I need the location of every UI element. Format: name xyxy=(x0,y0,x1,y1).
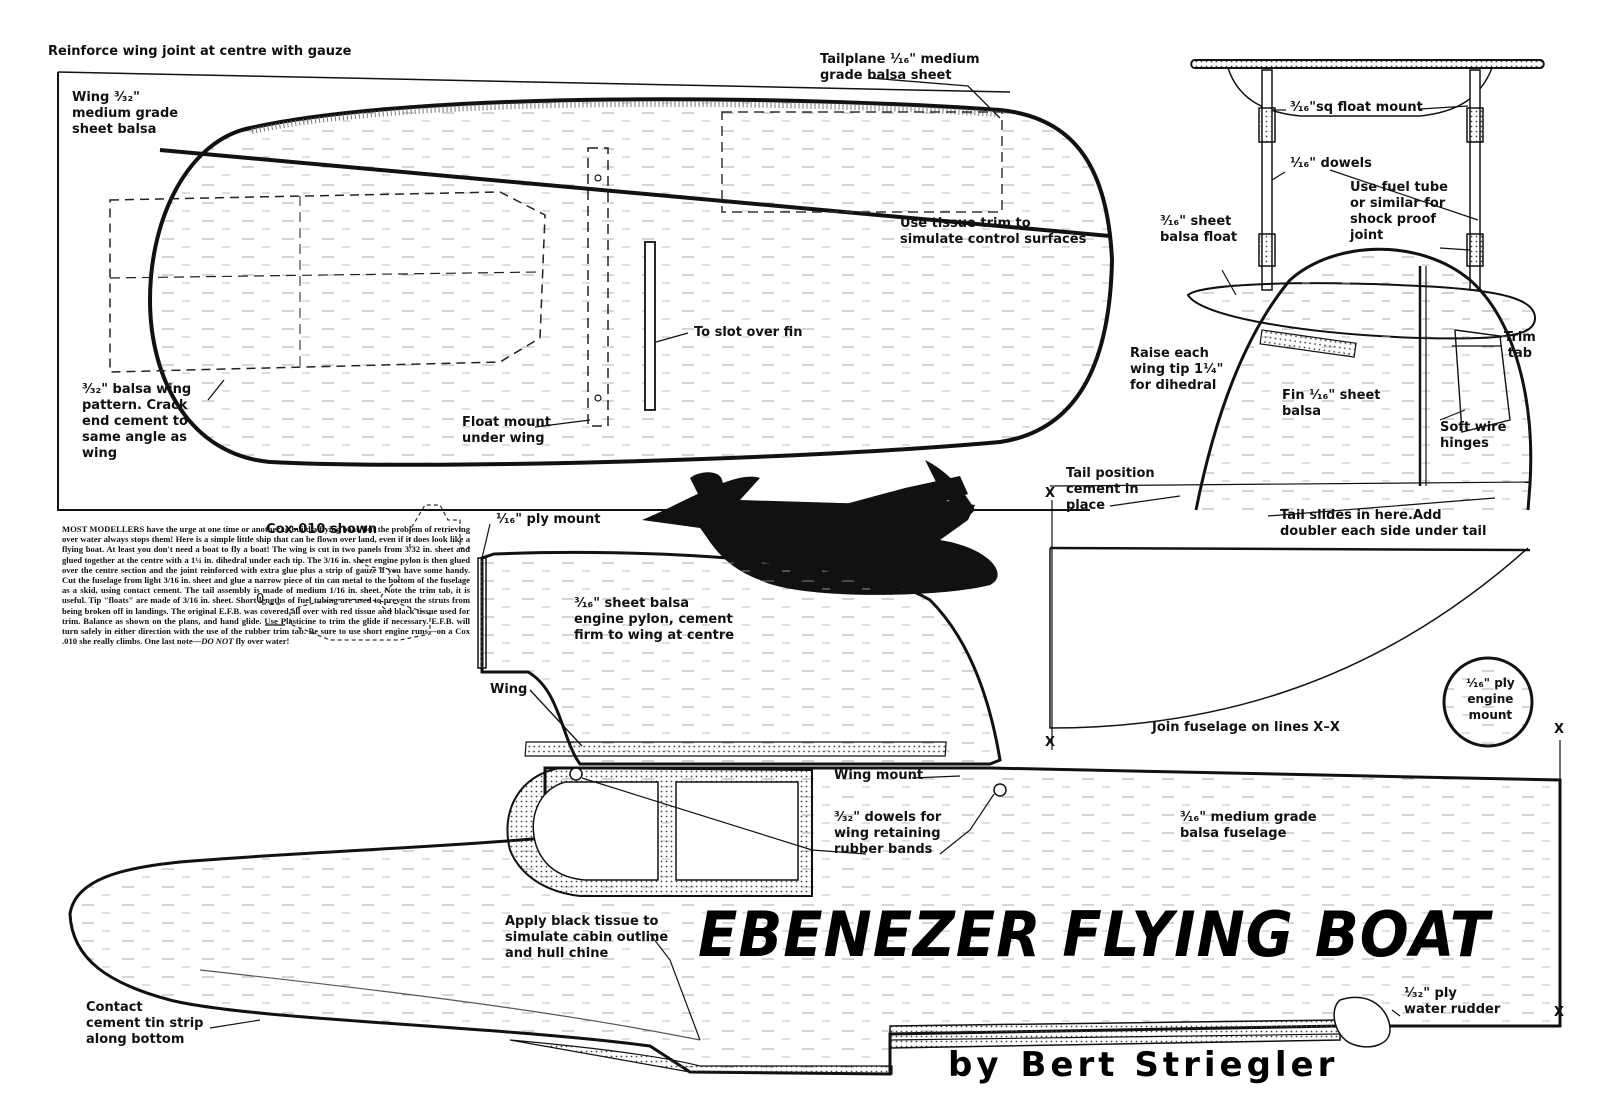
fin-outline xyxy=(1194,247,1533,511)
label-tail-position: Tail position cement in place xyxy=(1066,466,1155,513)
label-tailplane: Tailplane ¹⁄₁₆" medium grade balsa sheet xyxy=(820,52,980,83)
main-fuselage xyxy=(68,740,1562,1076)
x-mark-right-bottom: X xyxy=(1554,1005,1565,1020)
byline-by: by xyxy=(948,1045,1003,1085)
wing-section xyxy=(524,741,947,757)
article-text: MOST MODELLERS have the urge at one time… xyxy=(62,524,470,646)
dowel-front xyxy=(569,767,583,781)
byline: by Bert Striegler xyxy=(948,1045,1338,1085)
plan-title: EBENEZER FLYING BOAT xyxy=(698,898,1491,971)
wing-outline xyxy=(147,97,1115,467)
byline-author: Bert Striegler xyxy=(1020,1045,1339,1085)
label-wing-material: Wing ³⁄₃₂" medium grade sheet balsa xyxy=(72,90,179,137)
wing-pattern-outline xyxy=(109,191,546,373)
wing-spar-line xyxy=(159,148,1111,238)
article-lead: MOST MODELLERS xyxy=(62,524,145,534)
engine-mount-circle xyxy=(1442,656,1534,748)
ply-mount xyxy=(477,557,487,669)
label-ply-mount: ¹⁄₁₆" ply mount xyxy=(496,512,601,527)
label-wing-pattern: ³⁄₃₂" balsa wing pattern. Crack end ceme… xyxy=(82,382,192,461)
x-mark-right-top: X xyxy=(1554,722,1565,737)
label-black-tissue: Apply black tissue to simulate cabin out… xyxy=(505,914,669,961)
rear-fuselage xyxy=(1049,481,1531,750)
article-ending: fly over water! xyxy=(233,636,290,647)
engine-pylon xyxy=(265,523,1002,766)
label-pylon: ³⁄₁₆" sheet balsa engine pylon, cement f… xyxy=(574,596,735,643)
label-join-fuselage: Join fuselage on lines X–X xyxy=(1152,720,1340,735)
label-dowels: ¹⁄₁₆" dowels xyxy=(1290,156,1372,171)
x-mark-left-bottom: X xyxy=(1045,735,1056,750)
fin-assembly xyxy=(1194,247,1533,511)
wing-sheet xyxy=(57,71,1115,511)
label-fuel-tube: Use fuel tube or similar for shock proof… xyxy=(1350,180,1448,243)
label-tail-slides: Tail slides in here.Add doubler each sid… xyxy=(1280,508,1487,539)
dowel-rear xyxy=(993,783,1007,797)
label-wing: Wing xyxy=(490,682,528,697)
cox-engine-outline xyxy=(260,504,470,641)
water-rudder xyxy=(1333,996,1391,1048)
article-ending-em: DO NOT xyxy=(201,636,234,647)
label-raise-wing: Raise each wing tip 1¹⁄₄" for dihedral xyxy=(1130,346,1224,393)
x-mark-left-top: X xyxy=(1045,486,1056,501)
airplane-silhouette xyxy=(642,460,998,595)
zero-mark: 0 xyxy=(256,592,265,607)
label-tin-strip: Contact cement tin strip along bottom xyxy=(86,1000,204,1047)
label-balsa-float: ³⁄₁₆" sheet balsa float xyxy=(1160,214,1238,245)
label-tissue-trim: Use tissue trim to simulate control surf… xyxy=(900,216,1087,247)
label-float-mount: ³⁄₁₆"sq float mount xyxy=(1290,100,1423,115)
article-body: have the urge at one time or another to … xyxy=(62,524,470,647)
label-fuselage: ³⁄₁₆" medium grade balsa fuselage xyxy=(1180,810,1317,841)
label-slot-fin: To slot over fin xyxy=(694,325,803,340)
label-wing-mount: Wing mount xyxy=(834,768,924,783)
label-dowels-wing: ³⁄₃₂" dowels for wing retaining rubber b… xyxy=(834,810,942,857)
label-water-rudder: ¹⁄₃₂" ply water rudder xyxy=(1404,986,1501,1017)
label-fin: Fin ¹⁄₁₆" sheet balsa xyxy=(1282,388,1381,419)
label-float-mount-wing: Float mount under wing xyxy=(462,415,551,446)
label-soft-wire: Soft wire hinges xyxy=(1440,420,1507,451)
label-cox: Cox-010 shown xyxy=(266,522,378,537)
label-engine-mount: ¹⁄₁₆" ply engine mount xyxy=(1466,676,1515,722)
cabin-window xyxy=(675,781,799,881)
pylon-outline xyxy=(480,550,1002,766)
label-trim-tab: Trim tab xyxy=(1504,330,1536,361)
label-wing-joint: Reinforce wing joint at centre with gauz… xyxy=(48,44,352,59)
